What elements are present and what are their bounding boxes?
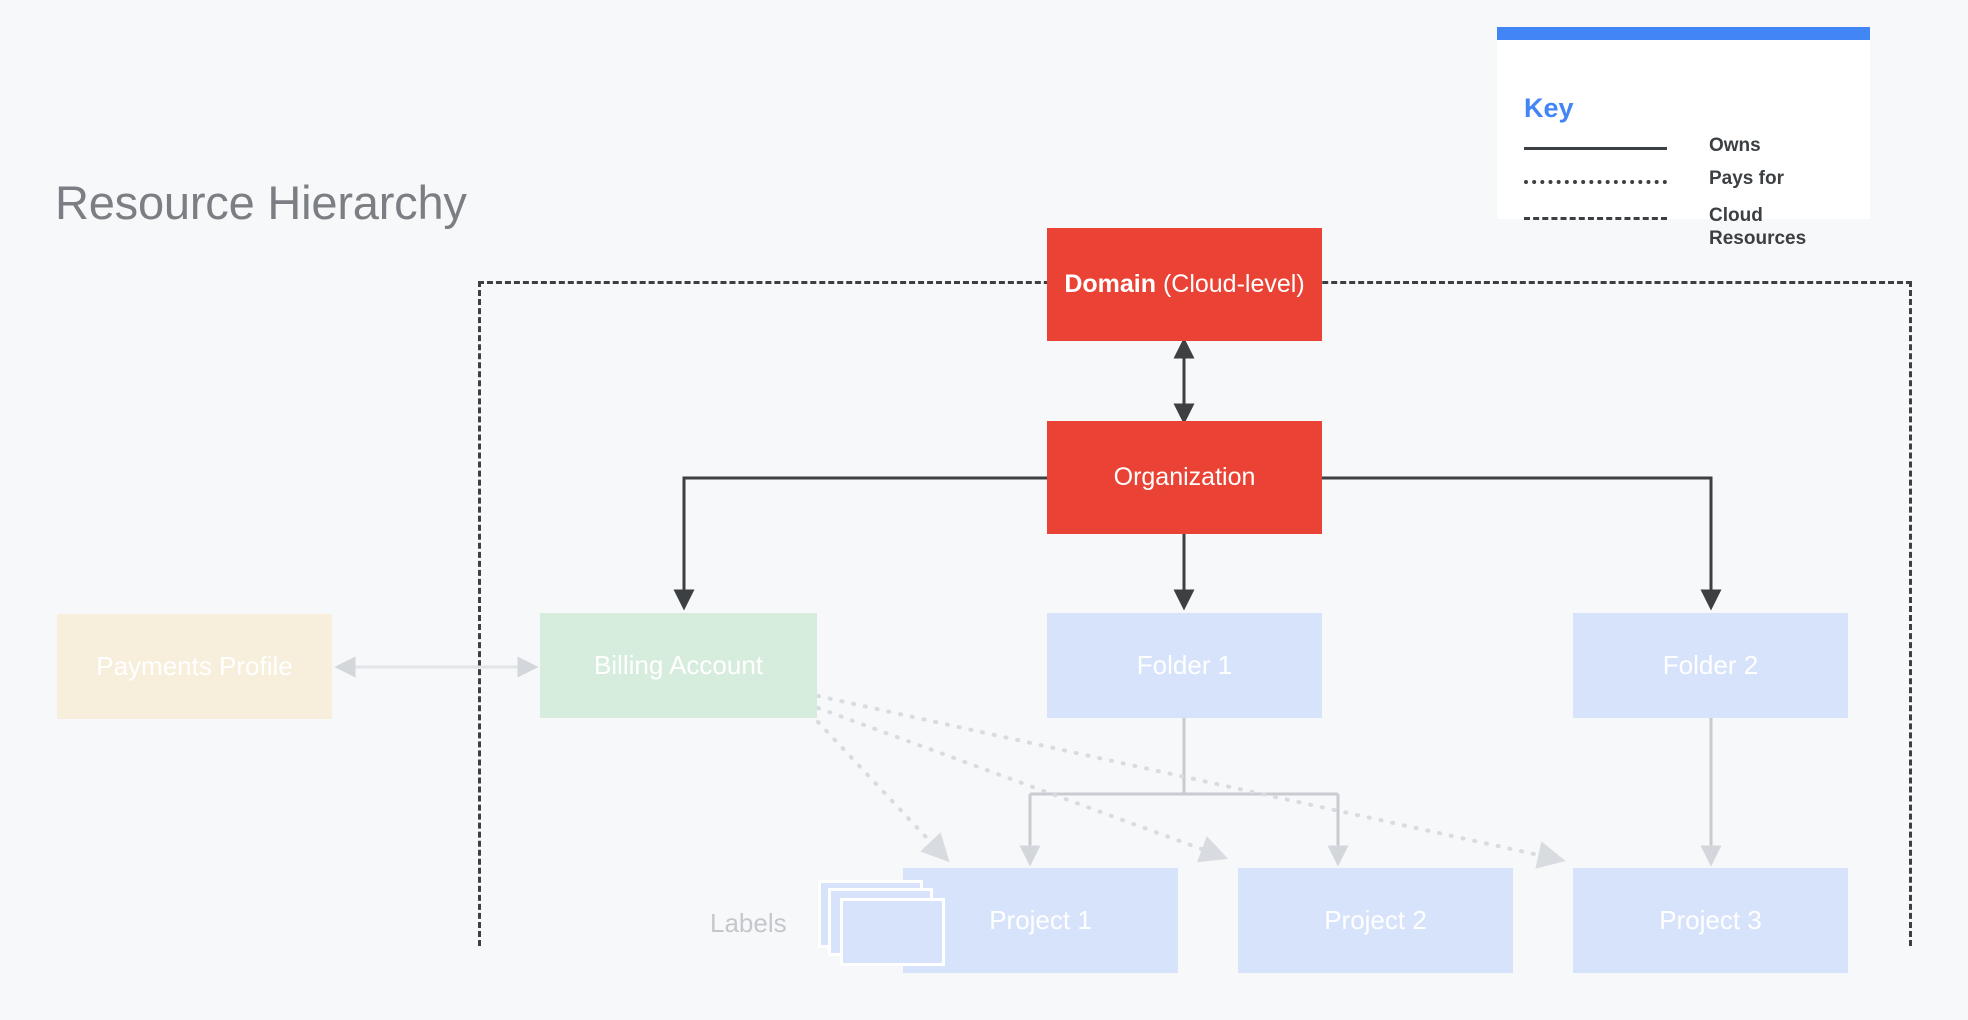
page-title: Resource Hierarchy bbox=[55, 176, 467, 229]
label-card bbox=[840, 898, 945, 966]
node-billing-account-label: Billing Account bbox=[593, 649, 764, 680]
node-organization-label: Organization bbox=[1113, 463, 1256, 492]
edge-organization-folder2 bbox=[1322, 476, 1722, 611]
node-project-3[interactable]: Project 3 bbox=[1573, 868, 1848, 973]
key-label-cloud-resources: Cloud Resources bbox=[1709, 205, 1807, 250]
key-label-owns: Owns bbox=[1709, 135, 1761, 156]
edge-organization-billing bbox=[673, 476, 1047, 611]
key-legend-panel: Key Owns Pays for Cloud Resources bbox=[1497, 27, 1870, 249]
node-payments-profile[interactable]: Payments Profile bbox=[57, 614, 332, 719]
edge-billing-project1-paysfor bbox=[816, 720, 950, 863]
labels-card-stack[interactable] bbox=[818, 880, 948, 970]
edge-billing-project3-paysfor bbox=[816, 694, 1566, 869]
node-domain-label-rest: (Cloud-level) bbox=[1156, 270, 1305, 299]
owns-line-sample bbox=[1524, 147, 1667, 150]
edge-folder1-projects bbox=[1019, 718, 1349, 867]
node-project-2[interactable]: Project 2 bbox=[1238, 868, 1513, 973]
node-project-1[interactable]: Project 1 bbox=[903, 868, 1178, 973]
edge-billing-project2-paysfor bbox=[816, 706, 1229, 863]
key-label-pays-for: Pays for bbox=[1709, 168, 1784, 189]
node-domain-label: Domain (Cloud-level) bbox=[1064, 270, 1304, 299]
node-project-2-label: Project 2 bbox=[1324, 904, 1427, 935]
node-payments-profile-label: Payments Profile bbox=[96, 650, 293, 681]
node-billing-account[interactable]: Billing Account bbox=[540, 613, 817, 718]
labels-caption: Labels bbox=[710, 908, 787, 938]
key-title: Key bbox=[1524, 93, 1574, 123]
node-domain-label-bold: Domain bbox=[1064, 270, 1156, 299]
cloud-resources-line-sample bbox=[1524, 217, 1667, 220]
node-project-3-label: Project 3 bbox=[1659, 904, 1762, 935]
node-folder-2[interactable]: Folder 2 bbox=[1573, 613, 1848, 718]
pays-for-line-sample bbox=[1524, 180, 1667, 184]
node-organization[interactable]: Organization bbox=[1047, 421, 1322, 534]
node-folder-1-label: Folder 1 bbox=[1136, 649, 1233, 680]
node-folder-1[interactable]: Folder 1 bbox=[1047, 613, 1322, 718]
key-accent-bar bbox=[1497, 27, 1870, 40]
node-project-1-label: Project 1 bbox=[989, 904, 1092, 935]
node-folder-2-label: Folder 2 bbox=[1662, 649, 1759, 680]
node-domain[interactable]: Domain (Cloud-level) bbox=[1047, 228, 1322, 341]
